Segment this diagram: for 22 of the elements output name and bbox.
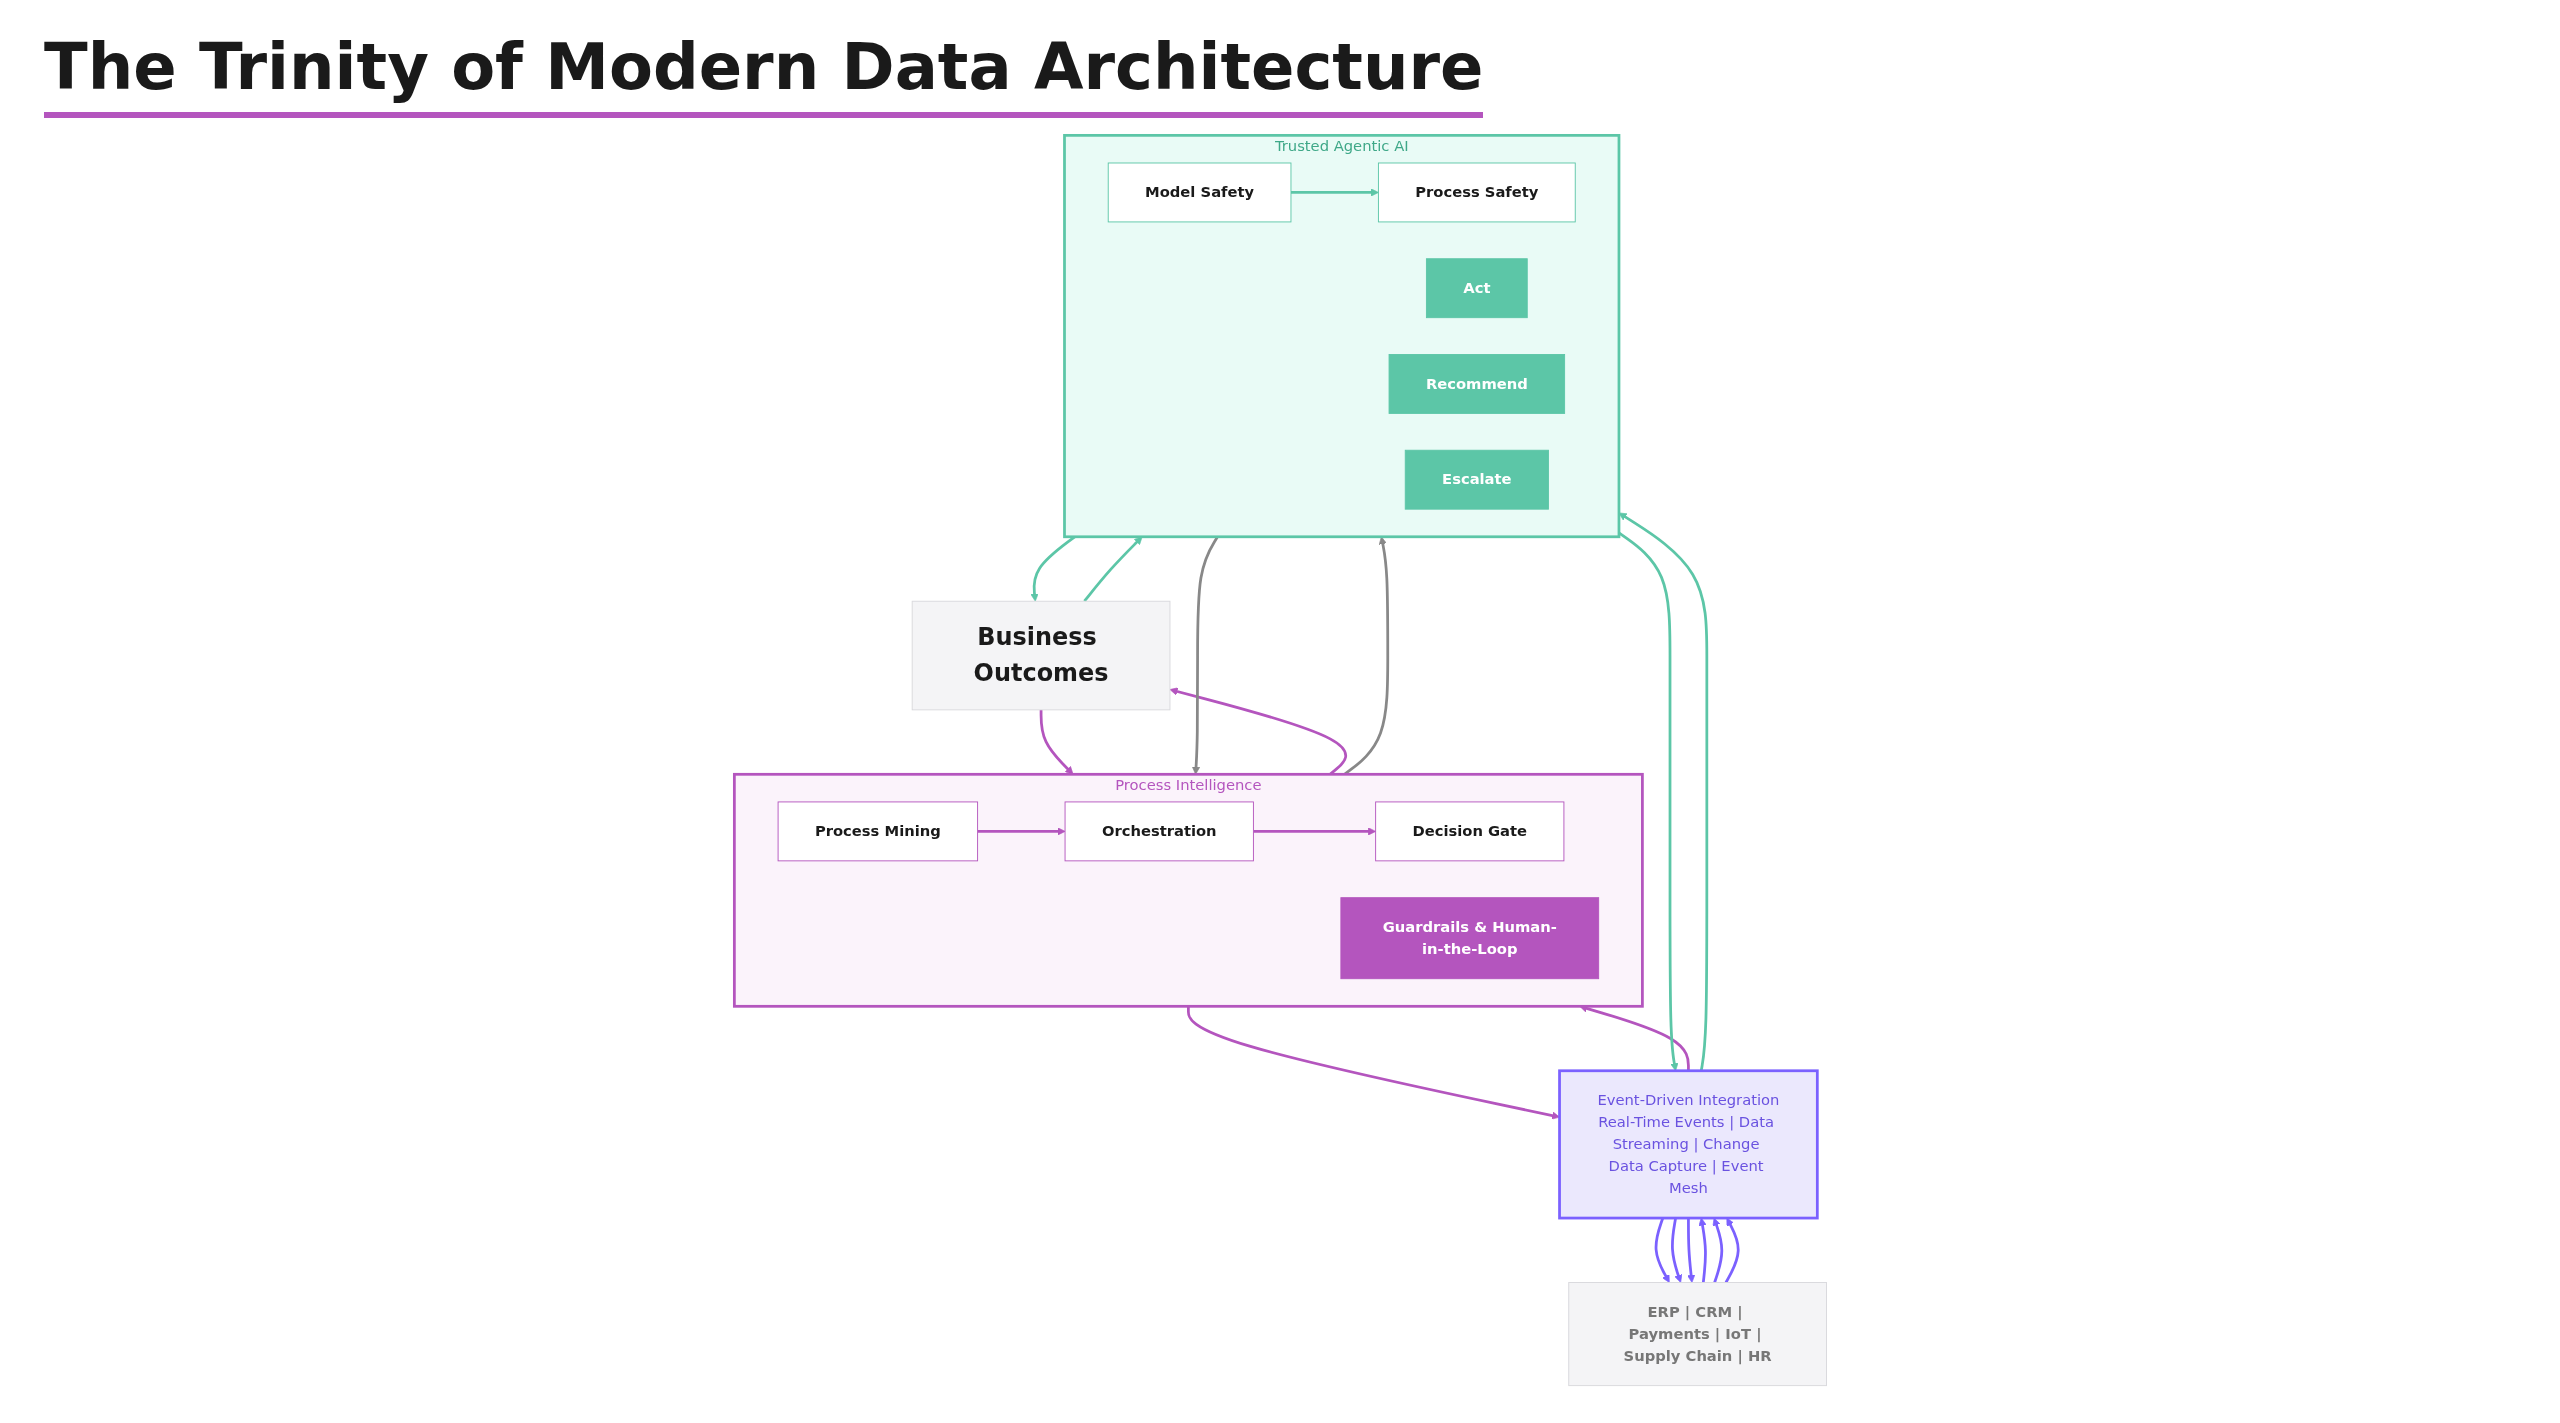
node-box: Escalate [1404,449,1549,510]
arrow [1186,1006,1560,1120]
node-box: Orchestration [1064,801,1254,862]
node-box: ERP | CRM | Payments | IoT | Supply Chain | HR [1567,1282,1827,1387]
arrow [1191,536,1219,775]
node-box: Business Outcomes [911,600,1170,711]
node-box: Process Safety [1377,162,1576,223]
node-box: Process Mining [777,801,978,862]
node-box: Decision Gate [1374,801,1564,862]
arrow [1290,188,1379,197]
title: The Trinity of Modern Data Architecture [44,30,1484,118]
arrow [1618,512,1708,1071]
node-box: Model Safety [1107,162,1291,223]
node-box: Recommend [1388,354,1565,414]
arrow [1082,536,1143,603]
node-box: Act [1425,258,1528,319]
arrow [1686,1218,1695,1283]
arrow [977,827,1065,836]
node-box: Guardrails & Human-in-the-Loop [1339,897,1599,980]
arrow [1252,827,1376,836]
node-box: Event-Driven Integration Real-Time Events | Data Streaming | Change Data Capture | Event Mesh [1557,1069,1819,1220]
arrow [1039,709,1073,775]
